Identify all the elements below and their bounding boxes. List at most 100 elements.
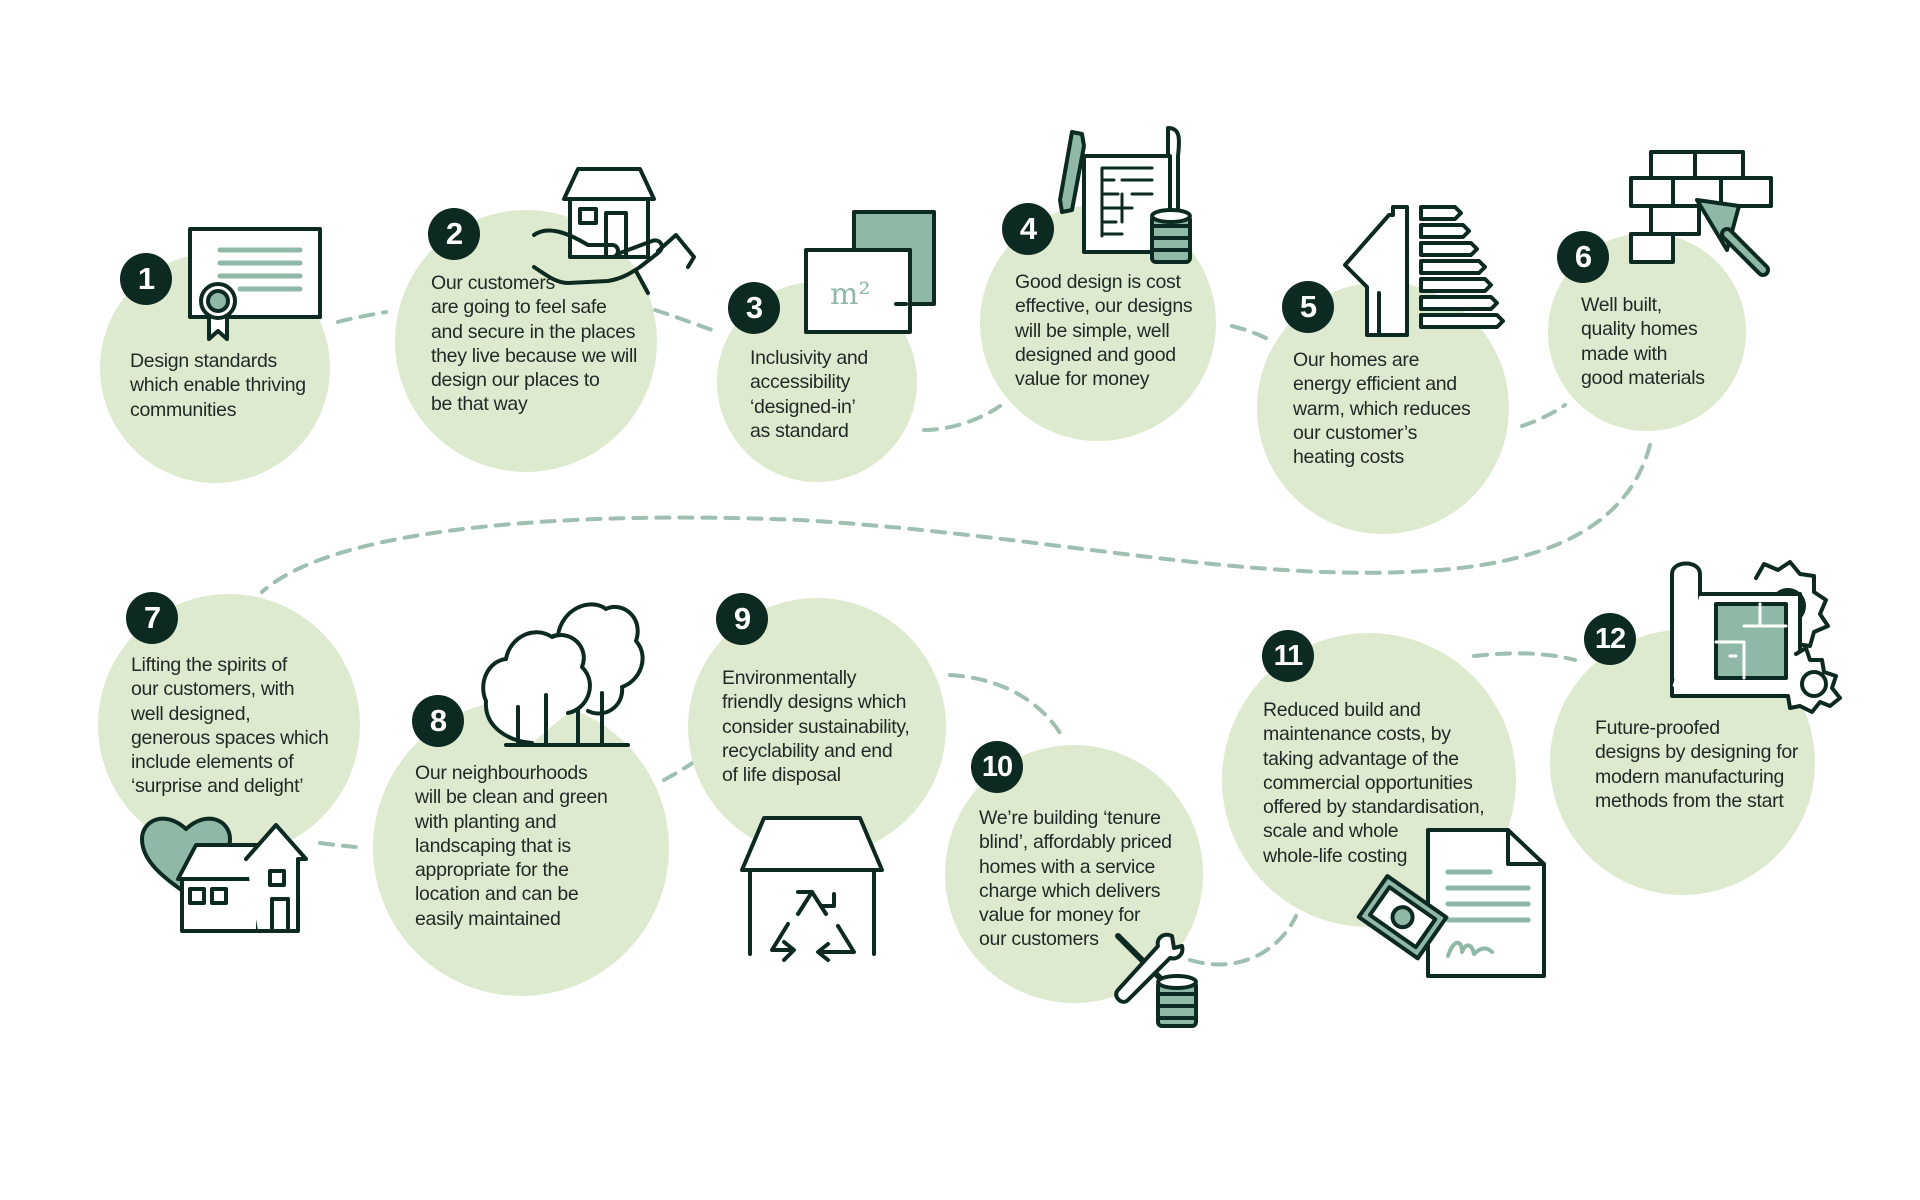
text-line: they live because we will xyxy=(431,344,638,367)
text-line: heating costs xyxy=(1293,446,1405,469)
text-line: our customers xyxy=(979,928,1099,951)
step-12-text: Future-proofed designs by designing for … xyxy=(1595,716,1798,813)
text-line: energy efficient and xyxy=(1293,373,1457,396)
recycling-house-icon xyxy=(740,816,884,962)
blueprint-gears-icon xyxy=(1670,560,1842,714)
text-line: good materials xyxy=(1581,366,1705,389)
text-line: Reduced build and xyxy=(1263,699,1421,721)
text-line: quality homes xyxy=(1581,318,1698,341)
text-line: value for money for xyxy=(979,904,1141,927)
step-1-text: Design standards which enable thriving c… xyxy=(130,349,306,422)
energy-rating-icon xyxy=(1343,205,1505,337)
text-line: offered by standardisation, xyxy=(1263,796,1485,819)
heart-house-icon xyxy=(140,816,308,933)
text-line: friendly designs which xyxy=(722,691,907,714)
text-line: made with xyxy=(1581,342,1668,365)
text-line: with planting and xyxy=(415,810,557,833)
text-line: Our neighbourhoods xyxy=(415,762,588,784)
text-line: be that way xyxy=(431,393,528,416)
text-line: effective, our designs xyxy=(1015,295,1193,318)
step-7-text: Lifting the spirits of our customers, wi… xyxy=(131,653,329,799)
house-in-hand-icon xyxy=(532,167,696,295)
contract-and-money-icon xyxy=(1356,828,1546,978)
step-12-number: 12 xyxy=(1584,613,1636,665)
text-line: We’re building ‘tenure xyxy=(979,807,1161,829)
text-line: Lifting the spirits of xyxy=(131,654,287,676)
text-line: Our customers xyxy=(431,272,555,294)
step-1-number: 1 xyxy=(120,253,172,305)
floor-area-label: m² xyxy=(830,277,870,312)
text-line: homes with a service xyxy=(979,855,1156,878)
text-line: design our places to xyxy=(431,369,600,392)
step-10-text: We’re building ‘tenure blind’, affordabl… xyxy=(979,806,1172,952)
bricks-trowel-icon xyxy=(1629,150,1773,277)
step-7-number: 7 xyxy=(126,592,178,644)
step-6-text: Well built, quality homes made with good… xyxy=(1581,293,1705,390)
text-line: appropriate for the xyxy=(415,859,569,882)
text-line: Design standards xyxy=(130,350,277,372)
text-line: maintenance costs, by xyxy=(1263,723,1451,746)
text-line: Inclusivity and xyxy=(750,347,868,369)
step-8-number: 8 xyxy=(412,695,464,747)
text-line: consider sustainability, xyxy=(722,715,910,738)
step-10-number: 10 xyxy=(971,741,1023,793)
step-2-text: Our customers are going to feel safe and… xyxy=(431,271,637,417)
text-line: ‘surprise and delight’ xyxy=(131,775,304,798)
trees-icon xyxy=(481,602,645,747)
step-5-text: Our homes are energy efficient and warm,… xyxy=(1293,348,1471,469)
text-line: methods from the start xyxy=(1595,789,1784,812)
step-2-number: 2 xyxy=(428,208,480,260)
text-line: and secure in the places xyxy=(431,320,636,343)
text-line: accessibility xyxy=(750,371,851,394)
text-line: commercial opportunities xyxy=(1263,771,1473,794)
text-line: our customer’s xyxy=(1293,421,1418,444)
text-line: well designed, xyxy=(131,702,251,725)
text-line: Environmentally xyxy=(722,667,857,689)
text-line: whole-life costing xyxy=(1263,844,1408,867)
step-11-number: 11 xyxy=(1262,630,1314,682)
text-line: landscaping that is xyxy=(415,834,571,857)
text-line: include elements of xyxy=(131,751,294,774)
text-line: taking advantage of the xyxy=(1263,747,1459,770)
tools-and-coins-icon xyxy=(1114,932,1198,1028)
text-line: Well built, xyxy=(1581,294,1662,316)
step-8-circle xyxy=(373,700,669,996)
text-line: our customers, with xyxy=(131,678,295,701)
step-3-number: 3 xyxy=(728,282,780,334)
step-11-text: Reduced build and maintenance costs, by … xyxy=(1263,698,1485,868)
text-line: value for money xyxy=(1015,368,1150,391)
text-line: easily maintained xyxy=(415,907,561,930)
step-5-number: 5 xyxy=(1282,281,1334,333)
text-line: are going to feel safe xyxy=(431,296,607,319)
text-line: which enable thriving xyxy=(130,374,306,397)
step-6-number: 6 xyxy=(1557,231,1609,283)
text-line: warm, which reduces xyxy=(1293,397,1471,420)
text-line: blind’, affordably priced xyxy=(979,831,1172,854)
text-line: recyclability and end xyxy=(722,739,893,762)
step-9-text: Environmentally friendly designs which c… xyxy=(722,666,910,787)
floor-area-m2-icon: m² xyxy=(804,210,936,334)
text-line: generous spaces which xyxy=(131,726,329,749)
text-line: communities xyxy=(130,398,237,421)
text-line: ‘designed-in’ xyxy=(750,395,856,418)
text-line: designs by designing for xyxy=(1595,741,1799,764)
text-line: charge which delivers xyxy=(979,879,1161,902)
text-line: designed and good xyxy=(1015,343,1176,366)
text-line: Good design is cost xyxy=(1015,271,1181,293)
text-line: Future-proofed xyxy=(1595,717,1720,739)
step-4-number: 4 xyxy=(1002,203,1054,255)
text-line: scale and whole xyxy=(1263,820,1399,843)
step-4-text: Good design is cost effective, our desig… xyxy=(1015,270,1193,391)
text-line: location and can be xyxy=(415,883,579,906)
text-line: Our homes are xyxy=(1293,349,1420,371)
text-line: modern manufacturing xyxy=(1595,765,1785,788)
text-line: of life disposal xyxy=(722,764,841,787)
step-8-text: Our neighbourhoods will be clean and gre… xyxy=(415,761,608,931)
step-3-text: Inclusivity and accessibility ‘designed-… xyxy=(750,346,868,443)
text-line: as standard xyxy=(750,419,849,442)
step-9-number: 9 xyxy=(716,593,768,645)
plans-and-coins-icon xyxy=(1058,126,1192,264)
certificate-icon xyxy=(188,227,322,341)
